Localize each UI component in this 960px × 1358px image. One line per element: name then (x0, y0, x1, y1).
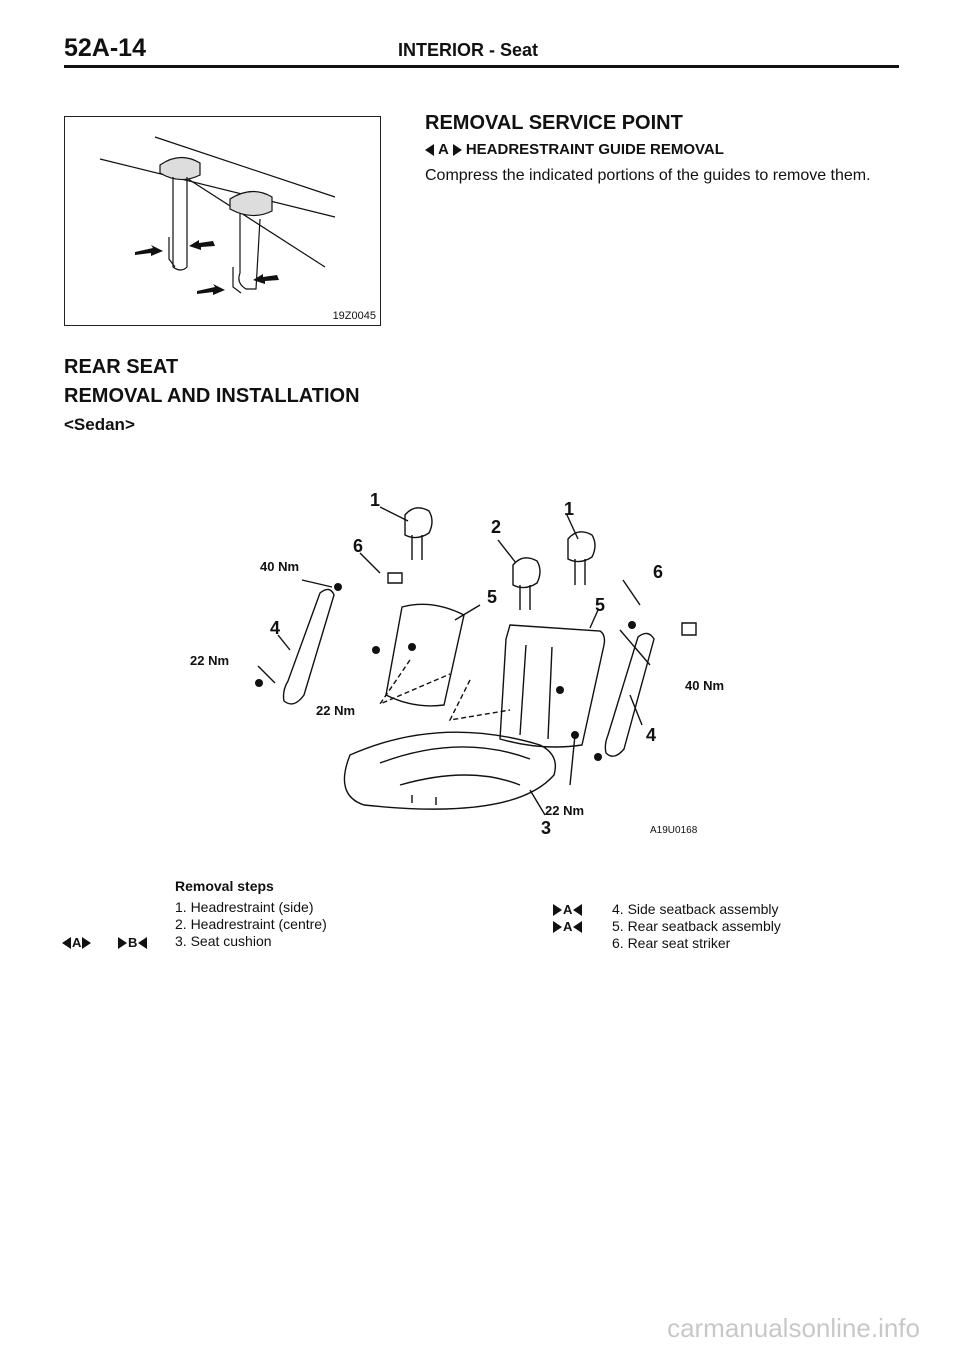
left-arrow-icon (573, 920, 583, 933)
callout-6-left: 6 (353, 536, 364, 556)
removal-installation-heading: REMOVAL AND INSTALLATION (64, 385, 360, 407)
step-3-mark-a: A (62, 935, 92, 950)
page-title: INTERIOR - Seat (398, 40, 539, 60)
callout-1-right: 1 (564, 499, 575, 519)
mark-letter: B (128, 935, 138, 950)
rear-seat-exploded-figure: 1 1 2 6 6 5 5 4 4 3 40 Nm 22 Nm 22 Nm 40… (180, 485, 740, 855)
step-3-mark-b: B (118, 935, 148, 950)
callout-4-left: 4 (270, 618, 281, 638)
right-arrow-icon (82, 936, 92, 949)
left-arrow-icon (138, 936, 148, 949)
removal-steps-title: Removal steps (175, 878, 274, 894)
page-number: 52A-14 (64, 34, 146, 62)
figure-code: A19U0168 (650, 825, 698, 836)
step-3: 3. Seat cushion (175, 933, 272, 949)
left-arrow-icon (573, 903, 583, 916)
callout-6-right: 6 (653, 562, 664, 582)
mark-letter: A (563, 902, 573, 917)
callout-5-right: 5 (595, 595, 606, 615)
guide-removal-label: HEADRESTRAINT GUIDE REMOVAL (465, 141, 724, 158)
rear-seat-illustration (255, 506, 697, 816)
callout-2: 2 (491, 517, 502, 537)
left-arrow-icon (425, 143, 434, 156)
step-2: 2. Headrestraint (centre) (175, 916, 327, 932)
torque-label-22nm-mid: 22 Nm (316, 703, 356, 718)
right-arrow-icon (553, 903, 562, 916)
step-1: 1. Headrestraint (side) (175, 899, 314, 915)
callout-3: 3 (541, 818, 552, 838)
right-arrow-icon (452, 143, 462, 156)
guide-removal-text: Compress the indicated portions of the g… (425, 167, 871, 184)
step-4-mark-a: A (553, 902, 583, 917)
callout-4-right: 4 (646, 725, 657, 745)
callout-5-left: 5 (487, 587, 498, 607)
mark-letter: A (72, 935, 82, 950)
step-5-mark-a: A (553, 919, 583, 934)
headrestraint-guide-illustration (99, 136, 336, 295)
torque-label-22nm-left: 22 Nm (190, 653, 230, 668)
watermark: carmanualsonline.info (667, 1313, 920, 1343)
removal-service-point-heading: REMOVAL SERVICE POINT (425, 112, 683, 134)
step-6: 6. Rear seat striker (612, 935, 731, 951)
rear-seat-heading: REAR SEAT (64, 356, 179, 378)
mark-letter: A (563, 919, 573, 934)
guide-removal-heading: A HEADRESTRAINT GUIDE REMOVAL (425, 141, 724, 158)
variant-label: <Sedan> (64, 415, 135, 434)
step-4: 4. Side seatback assembly (612, 901, 779, 917)
torque-label-40nm-right: 40 Nm (685, 678, 725, 693)
step-5: 5. Rear seatback assembly (612, 918, 781, 934)
service-mark: A (438, 141, 449, 158)
right-arrow-icon (118, 936, 127, 949)
right-arrow-icon (553, 920, 562, 933)
headrestraint-guide-figure: 19Z0045 (64, 116, 381, 326)
torque-label-40nm-left: 40 Nm (260, 559, 300, 574)
figure-code: 19Z0045 (332, 310, 376, 322)
left-arrow-icon (62, 936, 71, 949)
header-rule (64, 65, 899, 68)
torque-label-22nm-bottom: 22 Nm (545, 803, 585, 818)
callout-1-left: 1 (370, 490, 381, 510)
